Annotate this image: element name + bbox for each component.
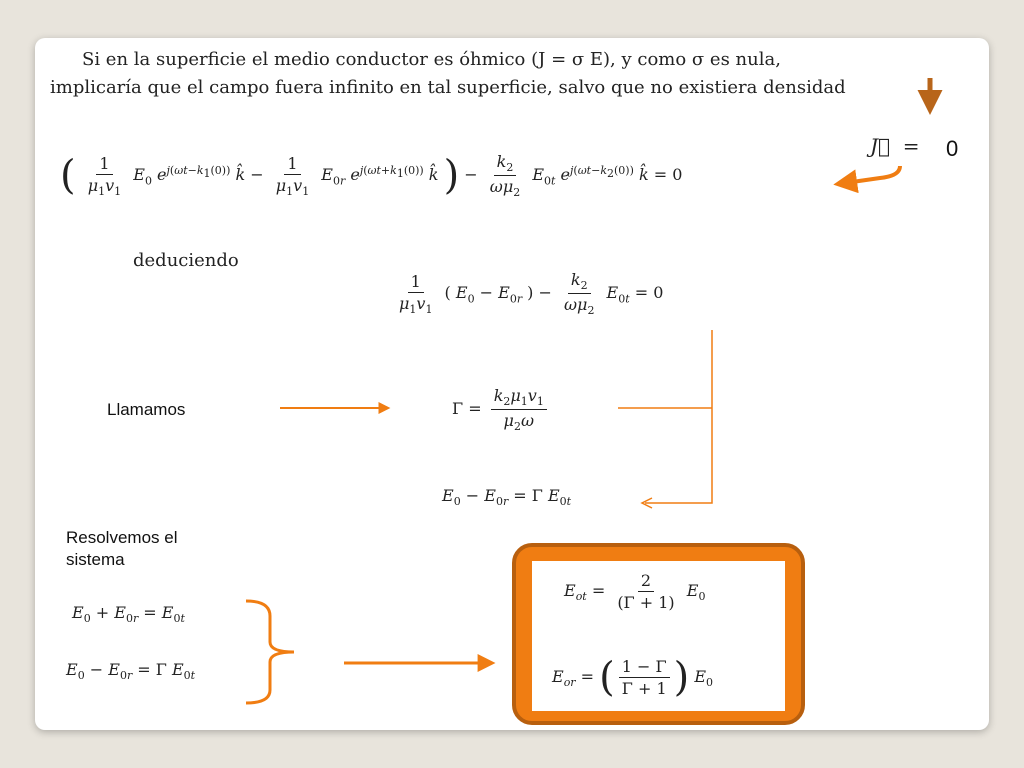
intro-paragraph: Si en la superficie el medio conductor e… bbox=[50, 46, 950, 102]
connector-line bbox=[645, 330, 713, 504]
j-zero-value: 0 bbox=[946, 136, 959, 161]
intro-line-1: Si en la superficie el medio conductor e… bbox=[82, 49, 781, 70]
llamamos-label: Llamamos bbox=[107, 400, 186, 419]
result-eot: Eot = 2(Γ + 1) E0 bbox=[564, 571, 706, 612]
j-to-equation-arrow bbox=[833, 165, 902, 194]
j-vector-equation: J⃗ = bbox=[870, 134, 920, 158]
deduciendo-label: deduciendo bbox=[133, 250, 239, 271]
system-eq-1: E0 + E0r = E0t bbox=[72, 603, 185, 626]
gamma-relation: E0 − E0r = Γ E0t bbox=[442, 486, 572, 509]
resolvemos-label: Resolvemos el sistema bbox=[66, 528, 178, 569]
system-eq-2: E0 − E0r = Γ E0t bbox=[66, 660, 196, 683]
connector-arrowhead bbox=[640, 497, 653, 509]
intro-line-2: implicaría que el campo fuera infinito e… bbox=[50, 77, 846, 98]
system-brace bbox=[245, 599, 295, 705]
